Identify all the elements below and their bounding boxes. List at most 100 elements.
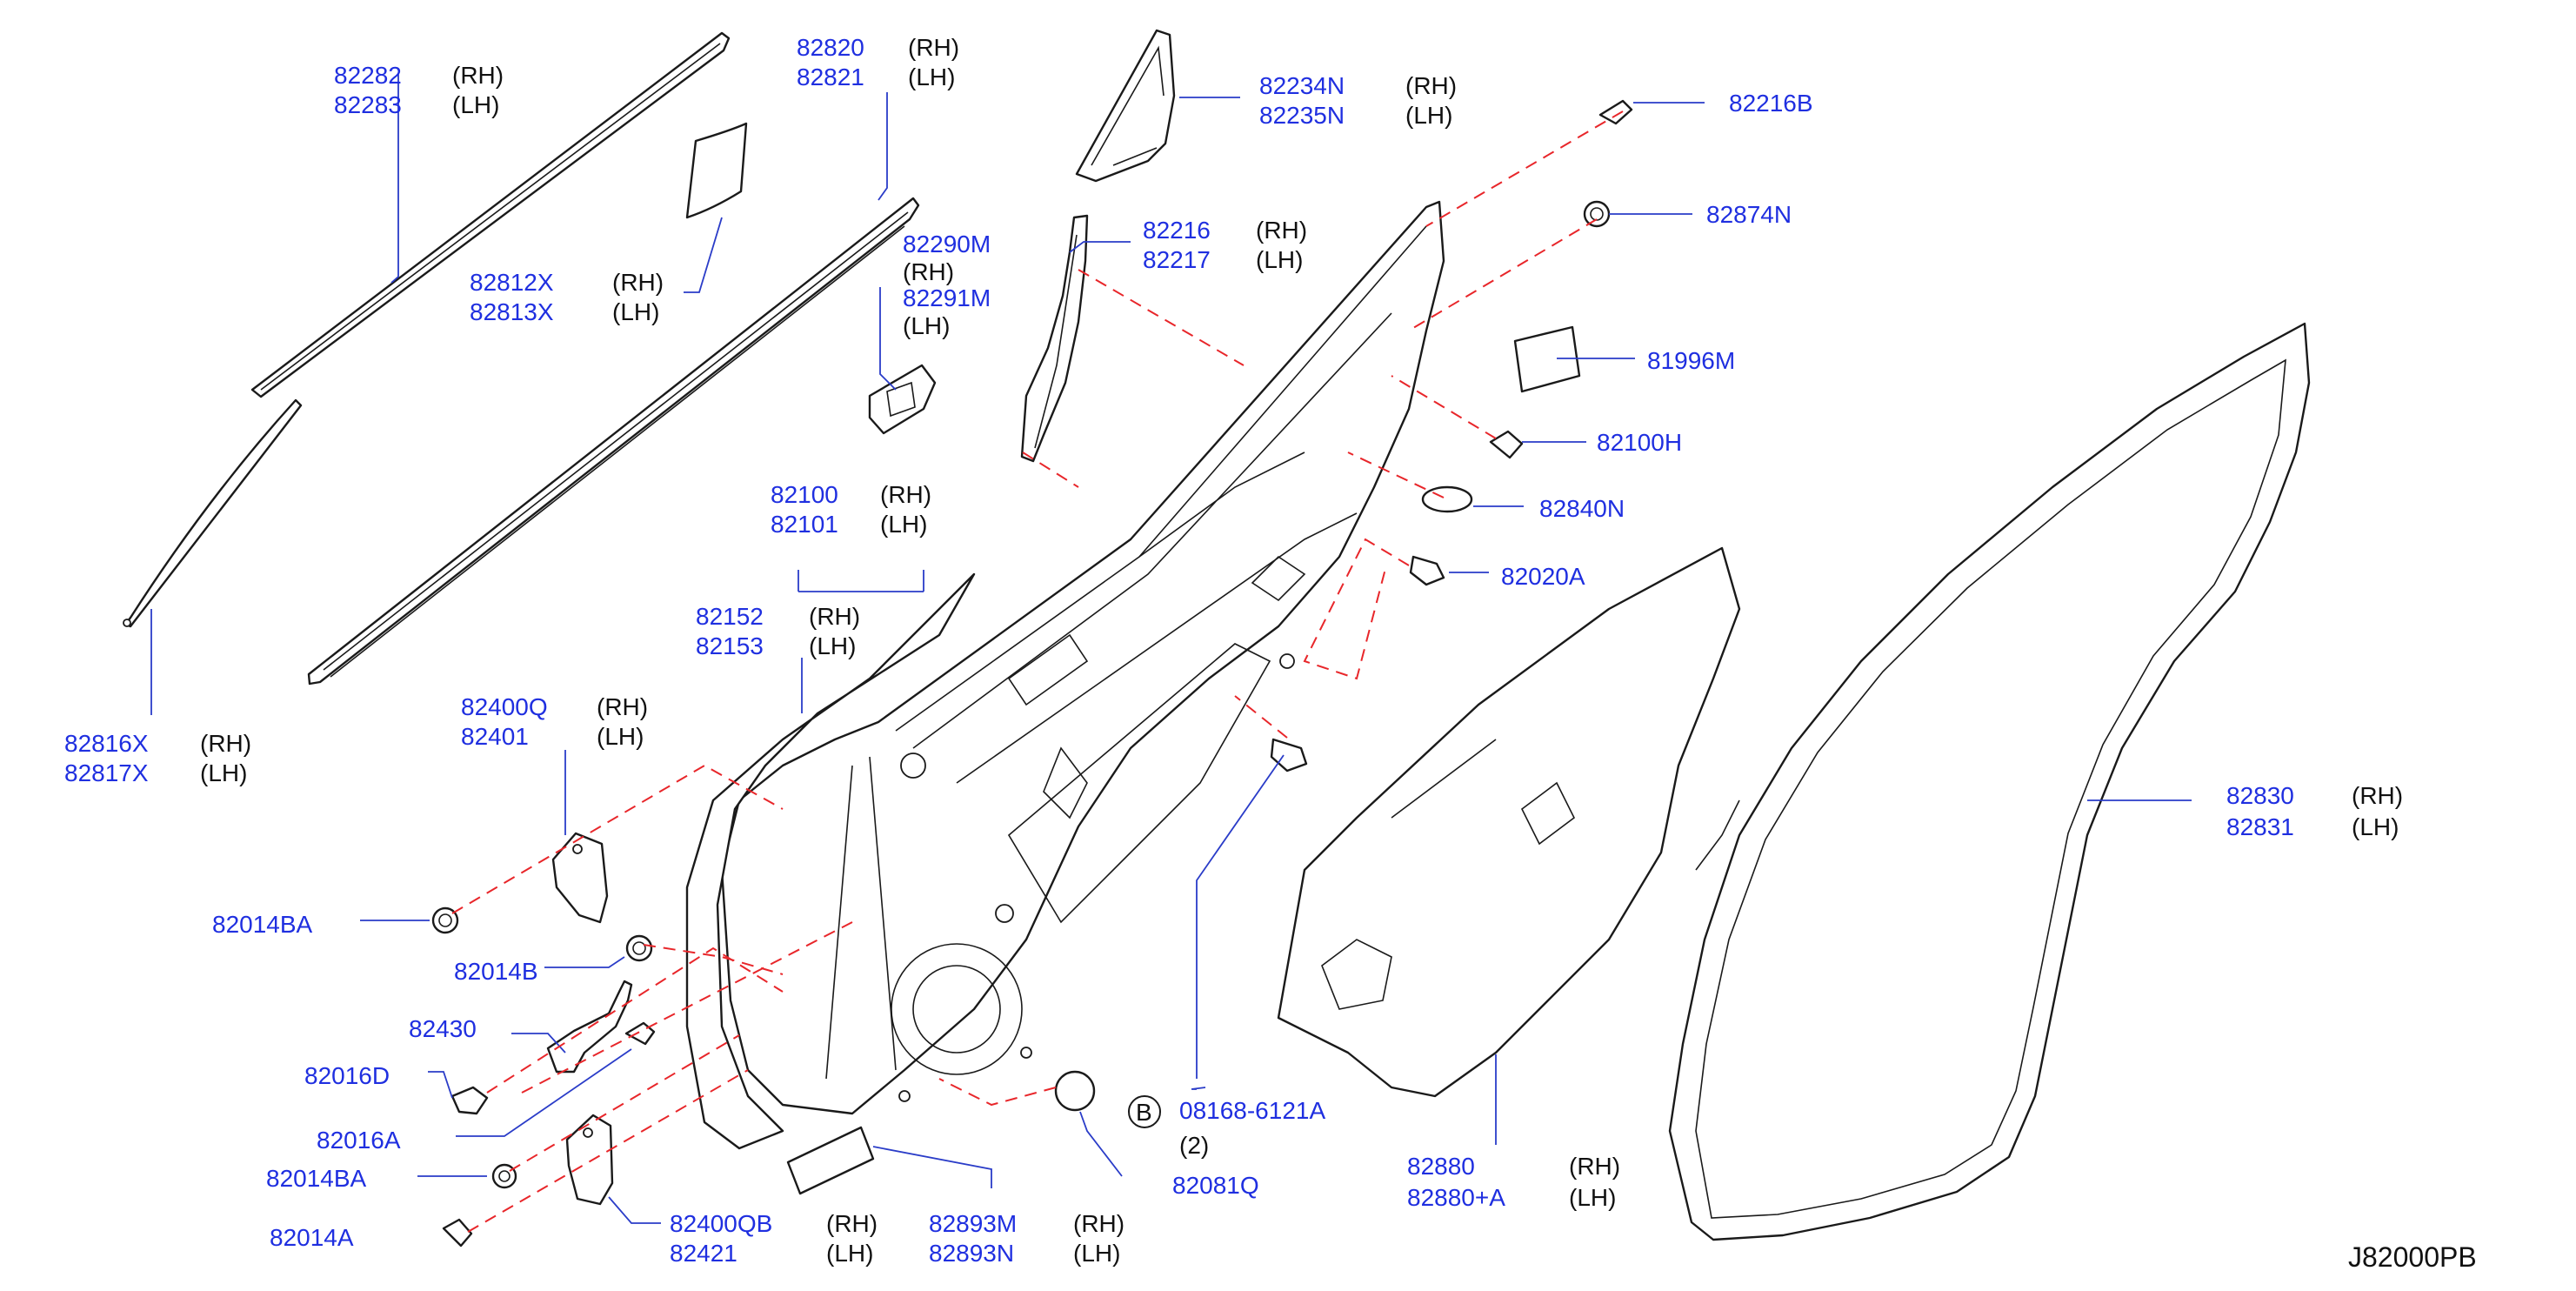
part-number-label: 82216 [1143,217,1211,244]
part-number-label: 82020A [1501,563,1585,590]
callout-82840N: 82840N [1539,495,1625,522]
side-label: (LH) [1405,102,1452,129]
part-number-label: 82283 [334,91,402,118]
side-label: (RH) [826,1210,878,1237]
belt-weatherstrip-inner [307,197,920,686]
rear-sash-channel [1075,29,1176,183]
side-label: (RH) [200,730,251,757]
bolt-82016D [450,1086,489,1115]
sash-molding-front [123,398,303,628]
part-number-label: 82216B [1729,90,1813,117]
side-label: (LH) [908,64,955,90]
hinge-bracket-upper [551,832,609,924]
part-number-label: 08168-6121A [1179,1097,1325,1124]
callout-82290M: 82290M (RH) [903,231,991,285]
part-number-label: 82014A [270,1224,354,1251]
callout-82016D: 82016D [304,1062,390,1089]
outer-molding-top [250,31,731,398]
side-label: (RH) [903,258,954,285]
part-number-label: 82217 [1143,246,1211,273]
part-number-label: 82016A [317,1127,401,1154]
callout-82081Q: 82081Q [1172,1172,1259,1199]
callout-82401: 82401 (LH) [461,723,644,750]
part-number-label: 82291M [903,284,991,311]
part-number-label: 82290M [903,231,991,258]
quantity-label: (2) [1179,1132,1209,1159]
callout-82893N: 82893N (LH) [929,1240,1120,1267]
side-label: (LH) [880,511,927,538]
callout-82817X: 82817X (LH) [64,759,247,786]
callout-82874N: 82874N [1706,201,1792,228]
nut-82014BA-upper [431,906,459,934]
side-label: (LH) [200,759,247,786]
part-number-label: 82821 [797,64,864,90]
side-label: (LH) [452,91,499,118]
b-reference-circle [1128,1095,1161,1128]
callout-82100H: 82100H [1597,429,1682,456]
part-number-label: 82014B [454,958,538,985]
part-number-label: 82831 [2226,813,2294,840]
callout-82812X: 82812X (RH) [470,269,664,296]
callout-82014B: 82014B [454,958,538,985]
part-number-label: 82014BA [212,911,313,938]
callout-82880A: 82880+A (LH) [1407,1184,1616,1211]
callout-81996M: 81996M [1647,347,1735,374]
part-number-label: 82421 [670,1240,737,1267]
callout-82813X: 82813X (LH) [470,298,659,325]
side-label: (RH) [2352,782,2403,809]
part-number-label: 82880 [1407,1153,1475,1180]
part-number-label: 82820 [797,34,864,61]
grommet-82874N [1583,200,1611,228]
callout-82820: 82820 (RH) [797,34,959,61]
b-reference-label: B [1136,1099,1152,1126]
callout-82216: 82216 (RH) [1143,217,1307,244]
callout-82283: 82283 (LH) [334,91,499,118]
hinge-bracket-lower [565,1114,614,1206]
callout-82217: 82217 (LH) [1143,246,1303,273]
side-label: (LH) [597,723,644,750]
callout-82430: 82430 [409,1015,477,1042]
hole-plug-82081Q [1054,1070,1096,1112]
callout-82235N: 82235N (LH) [1259,102,1452,129]
part-number-label: 82100 [771,481,838,508]
callout-82816X: 82816X (RH) [64,730,251,757]
side-label: (RH) [1073,1210,1124,1237]
part-number-label: 82816X [64,730,149,757]
part-number-label: 82016D [304,1062,390,1089]
sash-cover-panel [685,122,748,219]
side-label: (RH) [1256,217,1307,244]
part-number-label: 82893M [929,1210,1017,1237]
side-label: (RH) [908,34,959,61]
nut-82014B [625,934,653,962]
side-label: (RH) [1569,1153,1620,1180]
side-label: (RH) [809,603,860,630]
part-number-label: 82235N [1259,102,1345,129]
part-number-label: 82081Q [1172,1172,1259,1199]
callout-82234N: 82234N (RH) [1259,72,1457,99]
bolt-08168-6121A [1270,738,1308,773]
callout-82020A: 82020A [1501,563,1585,590]
part-number-label: 82830 [2226,782,2294,809]
side-label: (LH) [903,312,950,339]
part-number-label: 82400QB [670,1210,772,1237]
callout-82421: 82421 (LH) [670,1240,873,1267]
side-label: (RH) [597,693,648,720]
part-number-label: 82817X [64,759,149,786]
part-number-label: 82893N [929,1240,1014,1267]
dashed-guide-lines [451,110,1624,1233]
callout-82101: 82101 (LH) [771,511,927,538]
callout-82016A: 82016A [317,1127,401,1154]
side-label: (LH) [826,1240,873,1267]
callout-82100: 82100 (RH) [771,481,931,508]
side-label: (RH) [1405,72,1457,99]
part-number-label: 81996M [1647,347,1735,374]
side-label: (RH) [612,269,664,296]
part-number-label: 82153 [696,632,764,659]
callout-82282: 82282 (RH) [334,62,504,89]
side-label: (LH) [809,632,856,659]
molding-clip [868,364,937,435]
part-number-label: 82812X [470,269,554,296]
callout-82014A: 82014A [270,1224,354,1251]
side-label: (RH) [452,62,504,89]
